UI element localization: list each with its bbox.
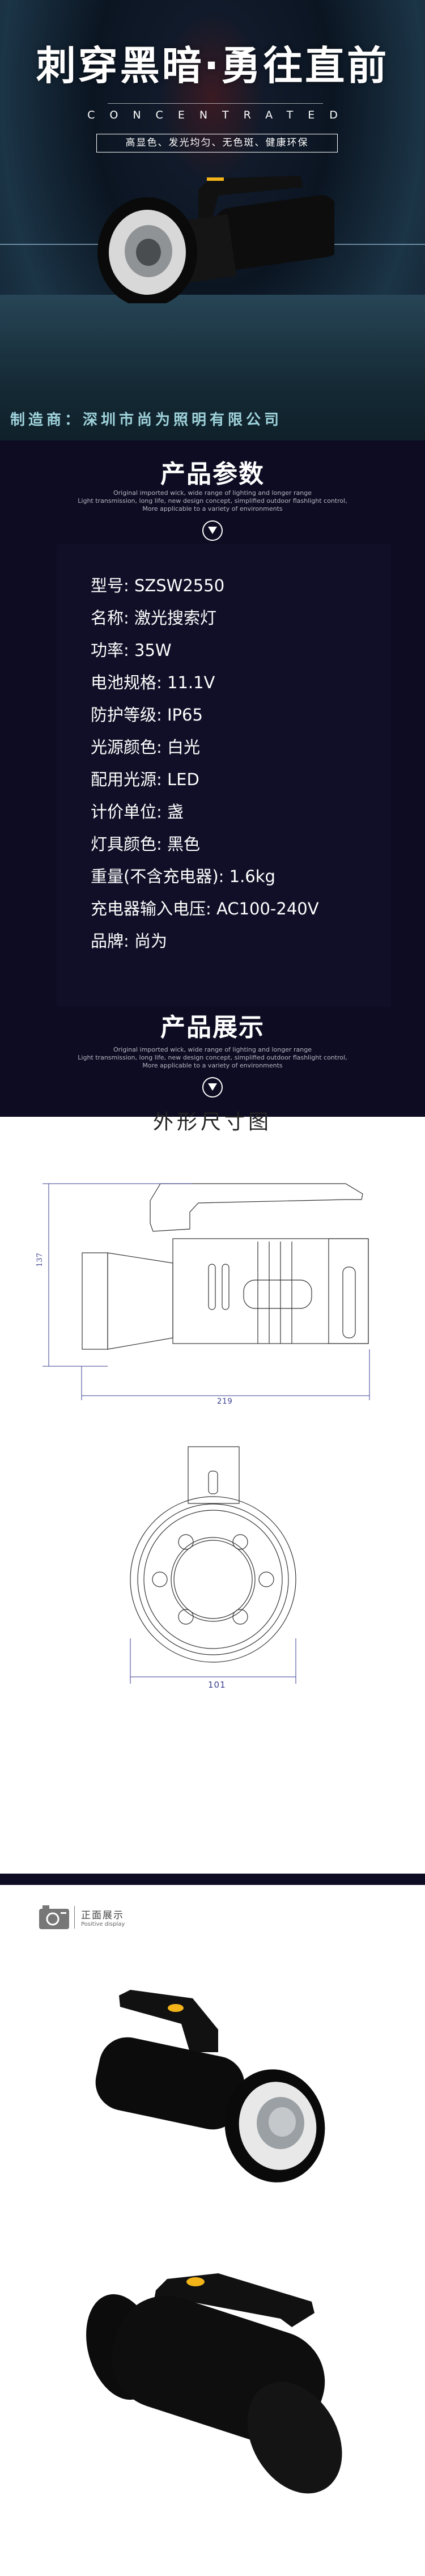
product-photo-front xyxy=(95,1990,325,2183)
chevron-down-icon xyxy=(202,1077,223,1098)
param-model: 型号: SZSW2550 xyxy=(91,576,225,595)
subtitle-line: More applicable to a variety of environm… xyxy=(142,1062,283,1069)
road-background xyxy=(0,295,425,440)
subtitle-line: More applicable to a variety of environm… xyxy=(142,505,283,512)
hero-banner: 刺穿黑暗·勇往直前 CONCENTRATED 高显色、发光均匀、无色斑、健康环保… xyxy=(0,0,425,440)
chevron-down-icon xyxy=(202,520,223,541)
param-name: 名称: 激光搜索灯 xyxy=(91,608,216,628)
params-subtitle: Original imported wick, wide range of li… xyxy=(0,489,425,513)
param-power: 功率: 35W xyxy=(91,641,172,660)
side-view xyxy=(82,1183,369,1350)
section-divider xyxy=(0,1874,425,1885)
flashlight-hero-image xyxy=(97,176,334,303)
params-panel xyxy=(57,544,391,1006)
param-light-color: 光源颜色: 白光 xyxy=(91,738,200,757)
dimension-title: 外形尺寸图 xyxy=(152,1111,272,1134)
subtitle-line: Light transmission, long life, new desig… xyxy=(78,1054,347,1061)
param-battery: 电池规格: 11.1V xyxy=(91,673,215,692)
param-protection: 防护等级: IP65 xyxy=(91,705,203,724)
subtitle: CONCENTRATED xyxy=(87,109,352,121)
front-view xyxy=(130,1446,296,1663)
dimension-drawing xyxy=(42,1183,370,1684)
display-title: 产品展示 xyxy=(160,1013,265,1042)
features-box: 高显色、发光均匀、无色斑、健康环保 xyxy=(96,134,338,152)
param-body-color: 灯具颜色: 黑色 xyxy=(91,834,200,854)
display-subtitle: Original imported wick, wide range of li… xyxy=(0,1046,425,1070)
subtitle-line: Light transmission, long life, new desig… xyxy=(78,497,347,505)
dimension-lines xyxy=(42,1183,370,1684)
params-title: 产品参数 xyxy=(160,460,265,489)
length-dimension-label: 219 xyxy=(217,1397,233,1406)
camera-icon xyxy=(39,1905,69,1929)
subtitle-line: Original imported wick, wide range of li… xyxy=(113,1046,312,1053)
divider xyxy=(108,103,323,104)
positive-display-subtitle: Positive display xyxy=(81,1921,125,1927)
param-charger-voltage: 充电器输入电压: AC100-240V xyxy=(91,899,319,918)
manufacturer: 制造商：深圳市尚为照明有限公司 xyxy=(10,412,283,429)
param-weight: 重量(不含充电器): 1.6kg xyxy=(91,867,275,886)
height-dimension-label: 137 xyxy=(35,1253,44,1267)
headline: 刺穿黑暗·勇往直前 xyxy=(36,43,389,89)
param-light-source: 配用光源: LED xyxy=(91,770,199,789)
product-photo-rear xyxy=(86,2273,342,2494)
positive-display-title: 正面展示 xyxy=(81,1910,124,1921)
diameter-dimension-label: 101 xyxy=(208,1680,226,1690)
param-unit: 计价单位: 盏 xyxy=(91,802,184,821)
subtitle-line: Original imported wick, wide range of li… xyxy=(113,489,312,497)
params-list: 型号: SZSW2550 名称: 激光搜索灯 功率: 35W 电池规格: 11.… xyxy=(91,570,319,957)
param-brand: 品牌: 尚为 xyxy=(91,931,167,951)
separator xyxy=(74,1906,75,1929)
